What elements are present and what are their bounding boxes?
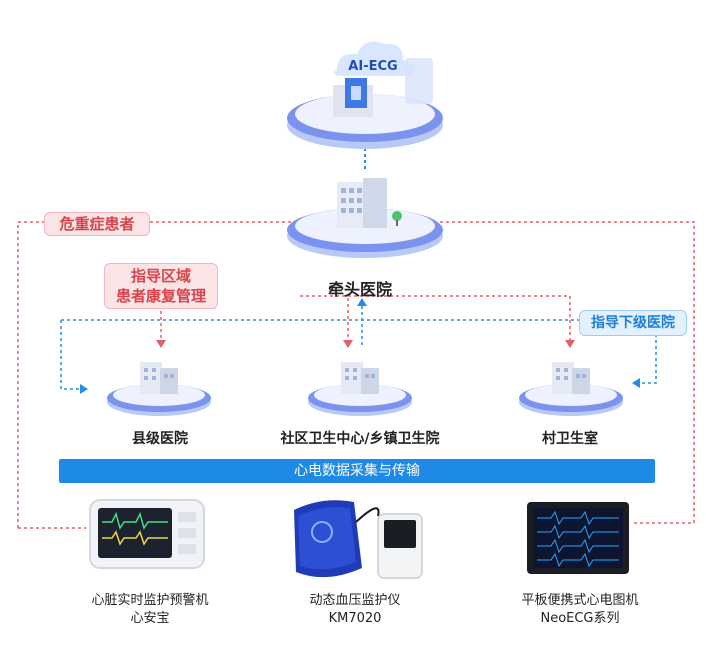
arrow-county-blue xyxy=(80,384,88,394)
regional-guidance-line2: 患者康复管理 xyxy=(115,287,206,305)
heart-monitor-name: 心脏实时监护预警机 xyxy=(91,593,209,608)
bp-monitor-name: 动态血压监护仪 xyxy=(309,593,401,608)
heart-monitor-sub: 心安宝 xyxy=(130,611,170,626)
lower-guidance-tag: 指导下级医院 xyxy=(579,310,687,336)
bp-monitor-device-icon xyxy=(294,500,423,579)
lead-hospital-label: 牵头医院 xyxy=(327,280,392,299)
blue-right-line xyxy=(640,334,657,384)
ecg-data-banner: 心电数据采集与传输 xyxy=(59,459,655,483)
regional-guidance-line1: 指导区域 xyxy=(130,267,191,285)
blue-left-line xyxy=(60,320,80,390)
community-center-icon xyxy=(308,362,412,416)
bp-monitor-sub: KM7020 xyxy=(328,611,382,626)
critical-left-line xyxy=(17,221,292,528)
arrow-village-pink xyxy=(565,340,575,348)
critical-right-line xyxy=(440,221,695,524)
arrow-village-blue xyxy=(632,378,640,388)
ecg-tablet-device-icon xyxy=(527,502,629,574)
county-hospital-icon xyxy=(107,362,211,416)
arrow-community-pink xyxy=(343,340,353,348)
ecg-tablet-label: 平板便携式心电图机 NeoECG系列 xyxy=(480,592,680,628)
heart-monitor-label: 心脏实时监护预警机 心安宝 xyxy=(50,592,250,628)
heart-monitor-device-icon xyxy=(89,499,205,569)
arrow-community-blue xyxy=(357,298,367,306)
county-hospital-label: 县级医院 xyxy=(132,431,188,447)
ai-ecg-platform-icon: AI-ECG xyxy=(287,41,443,149)
bp-monitor-label: 动态血压监护仪 KM7020 xyxy=(260,592,450,628)
community-center-label: 社区卫生中心/乡镇卫生院 xyxy=(280,431,440,447)
regional-guidance-tag: 指导区域 患者康复管理 xyxy=(104,263,218,309)
critical-patients-tag: 危重症患者 xyxy=(44,212,150,236)
ai-ecg-label: AI-ECG xyxy=(348,59,397,74)
village-clinic-icon xyxy=(519,362,623,416)
ecg-tablet-name: 平板便携式心电图机 xyxy=(521,593,639,608)
arrow-county-pink xyxy=(156,340,166,348)
ecg-tablet-sub: NeoECG系列 xyxy=(540,611,620,626)
guidance-line-right xyxy=(300,295,571,340)
village-clinic-label: 村卫生室 xyxy=(542,431,598,447)
lead-hospital-icon xyxy=(287,178,443,258)
